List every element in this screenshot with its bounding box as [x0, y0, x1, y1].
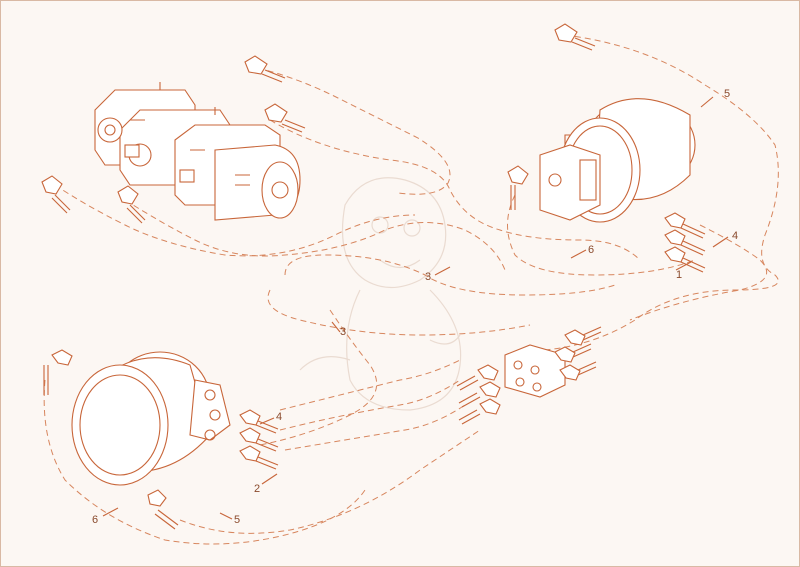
hose-fitting: [264, 103, 306, 133]
dinosaur-watermark: [299, 177, 462, 411]
hose-fitting: [507, 165, 529, 210]
hose-fitting: [43, 349, 73, 395]
hose-fitting: [117, 185, 146, 224]
callout-5: 5: [724, 88, 730, 100]
hose-fitting: [239, 445, 279, 470]
callout-5: 5: [234, 514, 240, 526]
travel-motor-left: [71, 351, 231, 486]
hose-fitting: [244, 55, 286, 83]
hose-fitting: [239, 409, 279, 434]
callout-4: 4: [276, 411, 282, 423]
hose-routes: [43, 34, 779, 545]
hose-fitting: [564, 326, 602, 346]
hose-fitting: [458, 381, 501, 408]
hose-fitting: [456, 364, 499, 391]
callout-4: 4: [732, 230, 738, 242]
hose-fittings: [41, 23, 706, 530]
callout-2: 2: [254, 483, 260, 495]
travel-motor-right: [539, 98, 696, 223]
distribution-block: [504, 344, 566, 398]
hose-fitting: [41, 175, 71, 214]
hose-fitting: [147, 489, 179, 530]
hose-fitting: [559, 361, 597, 381]
callout-3: 3: [340, 326, 346, 338]
hose-fitting: [664, 246, 706, 273]
hose-fitting: [554, 23, 596, 51]
callout-6: 6: [588, 244, 594, 256]
callout-labels: 5 4 1 6 3 3 4 2 5 6: [92, 88, 738, 526]
leader-lines: [102, 96, 729, 520]
hose-fitting: [664, 212, 706, 239]
hose-fitting: [458, 398, 501, 425]
hose-fitting: [664, 229, 706, 256]
callout-3: 3: [425, 271, 431, 283]
hose-fitting: [554, 343, 592, 363]
callout-1: 1: [676, 269, 682, 281]
hose-fitting: [239, 427, 279, 452]
hydraulic-pump: [94, 82, 301, 221]
callout-6: 6: [92, 514, 98, 526]
